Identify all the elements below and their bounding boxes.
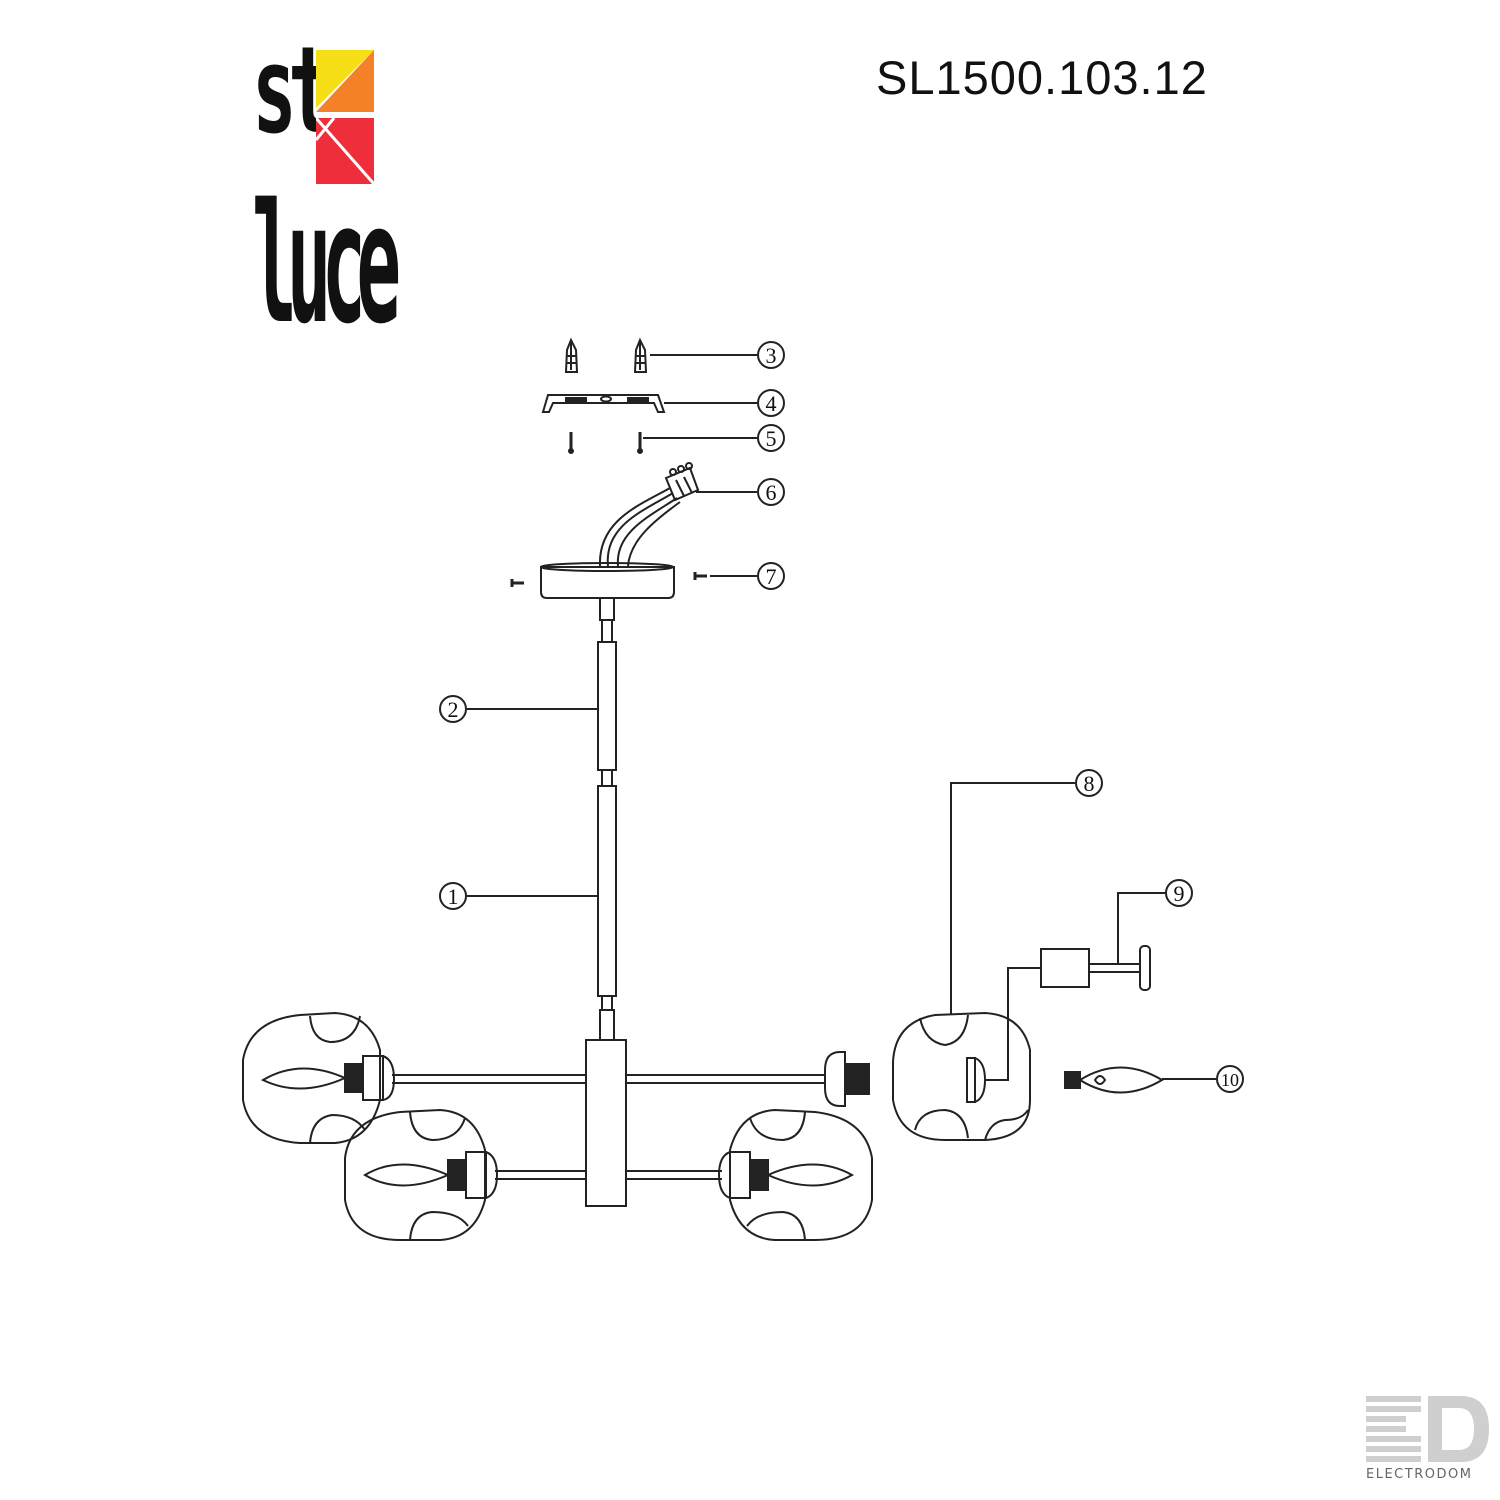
callout-leader-lines	[467, 354, 1216, 1081]
glass-shade-icon	[242, 1011, 396, 1144]
screw-icon	[568, 432, 574, 454]
terminal-block-icon	[598, 462, 700, 567]
model-code: SL1500.103.12	[876, 51, 1208, 104]
logo-yellow-triangle	[316, 50, 374, 108]
brand-logo-color-squares	[316, 50, 376, 185]
central-body	[585, 1039, 627, 1207]
brand-logo-bottom-text: luce	[252, 168, 401, 360]
ceiling-canopy-icon	[540, 562, 675, 599]
callout-3-label: 3	[766, 343, 777, 368]
callout-4-circle	[757, 389, 785, 417]
callout-9-label: 9	[1174, 881, 1185, 906]
callout-10-circle	[1216, 1065, 1244, 1093]
callout-5-circle	[757, 424, 785, 452]
callout-8-label: 8	[1084, 771, 1095, 796]
wall-plug-icon	[564, 337, 579, 373]
callout-1-label: 1	[448, 884, 459, 909]
glass-shade-icon	[344, 1108, 499, 1241]
glass-shade-icon	[892, 1011, 1031, 1141]
wall-plug-icon	[633, 337, 648, 373]
glass-shade-icon	[717, 1108, 873, 1241]
callout-3-circle	[757, 341, 785, 369]
callout-5-label: 5	[766, 426, 777, 451]
callout-8-circle	[1075, 769, 1103, 797]
callout-6-circle	[757, 478, 785, 506]
callout-4-label: 4	[766, 391, 777, 416]
screw-icon	[637, 432, 643, 454]
callout-7-circle	[757, 562, 785, 590]
callout-1-circle	[439, 882, 467, 910]
chandelier-arms	[392, 1074, 825, 1180]
lamp-socket-icon	[824, 1051, 870, 1107]
mounting-bracket-icon	[541, 394, 666, 413]
callout-9-circle	[1165, 879, 1193, 907]
candle-bulb-icon	[1064, 1066, 1164, 1094]
electrodom-logo-mark	[1366, 1396, 1489, 1462]
canopy-screw-icon	[693, 572, 707, 580]
lamp-holder-icon	[1040, 945, 1151, 991]
suspension-rod-assembly	[597, 597, 617, 1041]
callout-2-label: 2	[448, 697, 459, 722]
callout-2-circle	[439, 695, 467, 723]
callout-6-label: 6	[766, 480, 777, 505]
canopy-screw-icon	[510, 579, 524, 587]
callout-10-label: 10	[1221, 1070, 1239, 1090]
electrodom-caption: ELECTRODOM	[1366, 1467, 1473, 1482]
logo-orange-triangle	[316, 50, 374, 112]
callout-7-label: 7	[766, 564, 777, 589]
